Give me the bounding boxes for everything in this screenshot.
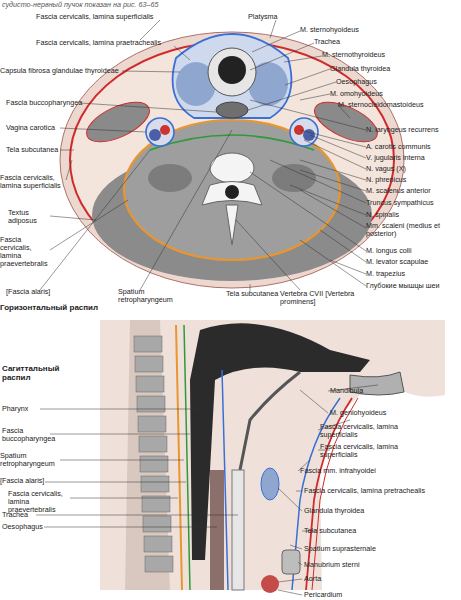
anatomy-label: Aorta	[304, 575, 321, 583]
anatomy-label: Trachea	[314, 38, 340, 46]
anatomy-label: N. laryngeus recurrens	[366, 126, 439, 134]
anatomy-label: Tela subcutanea	[226, 290, 278, 298]
anatomy-label: M. scalenus anterior	[366, 187, 431, 195]
anatomy-label: Capsula fibrosa glandulae thyroideae	[0, 67, 119, 75]
anatomy-label: M. sternohyoideus	[300, 26, 359, 34]
anatomy-label: Vertebra CVII [Vertebra prominens]	[280, 290, 360, 306]
anatomy-label: M. levator scapulae	[366, 258, 428, 266]
anatomy-label: N. vagus (X)	[366, 165, 406, 173]
leader-lines	[40, 20, 366, 291]
anatomy-label: Oesophagus	[2, 523, 43, 531]
anatomy-label: Manubrium sterni	[304, 561, 360, 569]
anatomy-label: Spatium retropharyngeum	[118, 288, 178, 304]
anatomy-label: Глубокие мышцы шеи	[366, 282, 440, 290]
anatomy-label: Сагиттальный распил	[2, 364, 62, 382]
anatomy-label: Fascia cervicalis, lamina superficialis	[0, 174, 70, 190]
anatomy-label: судисто-нервный пучок показан на рис. 63…	[2, 1, 158, 9]
sagittal-section	[100, 320, 445, 593]
anatomy-label: Vagina carotica	[6, 124, 55, 132]
anatomy-label: Fascia cervicalis, lamina superficialis	[320, 423, 410, 439]
anatomy-label: Fascia cervicalis, lamina pretrachealis	[304, 487, 425, 495]
anatomy-label: Fascia cervicalis, lamina praetrachealis	[36, 39, 161, 47]
anatomy-label: N. spinalis	[366, 211, 399, 219]
anatomy-label: Горизонтальный распил	[0, 303, 98, 312]
anatomy-label: M. sternocleidomastoideus	[338, 101, 424, 109]
anatomy-label: Truncus sympathicus	[366, 199, 434, 207]
anatomy-label: Mandibula	[330, 387, 363, 395]
anatomy-label: Fascia buccopharyngea	[6, 99, 82, 107]
anatomy-label: Fascia cervicalis, lamina praevertebrali…	[0, 236, 52, 268]
anatomy-label: A. carotis communis	[366, 143, 431, 151]
anatomy-label: Tela subcutanea	[304, 527, 356, 535]
anatomy-label: M. longus colli	[366, 247, 412, 255]
anatomy-label: Glandula thyroidea	[330, 65, 390, 73]
anatomy-label: Platysma	[248, 13, 278, 21]
anatomy-label: [Fascia alaris]	[6, 288, 50, 296]
anatomy-label: M. trapezius	[366, 270, 405, 278]
anatomy-label: Trachea	[2, 511, 28, 519]
anatomy-label: [Fascia alaris]	[0, 477, 44, 485]
anatomy-label: V. jugularis interna	[366, 154, 425, 162]
anatomy-label: Textus adiposus	[8, 209, 52, 225]
anatomy-label: Spatium suprasternale	[304, 545, 376, 553]
anatomy-label: Fascia buccopharyngea	[2, 427, 56, 443]
anatomy-label: M. omohyoideus	[330, 90, 383, 98]
anatomy-label: Tela subcutanea	[6, 146, 58, 154]
anatomy-label: N. phrenicus	[366, 176, 406, 184]
anatomy-label: Glandula thyroidea	[304, 507, 364, 515]
anatomy-label: Mm. scaleni (medius et posterior)	[366, 222, 446, 238]
anatomy-label: Oesophagus	[336, 78, 377, 86]
anatomy-label: M. sternothyroideus	[322, 51, 385, 59]
anatomy-label: M. geniohyoideus	[330, 409, 386, 417]
anatomy-label: Fascia cervicalis, lamina superficialis	[320, 443, 410, 459]
anatomy-label: Fascia cervicalis, lamina superficialis	[36, 13, 153, 21]
anatomy-label: Pericardium	[304, 591, 342, 599]
anatomy-label: Pharynx	[2, 405, 28, 413]
anatomy-label: Fascia mm. infrahyoidei	[300, 467, 376, 475]
anatomy-label: Spatium retropharyngeum	[0, 452, 64, 468]
